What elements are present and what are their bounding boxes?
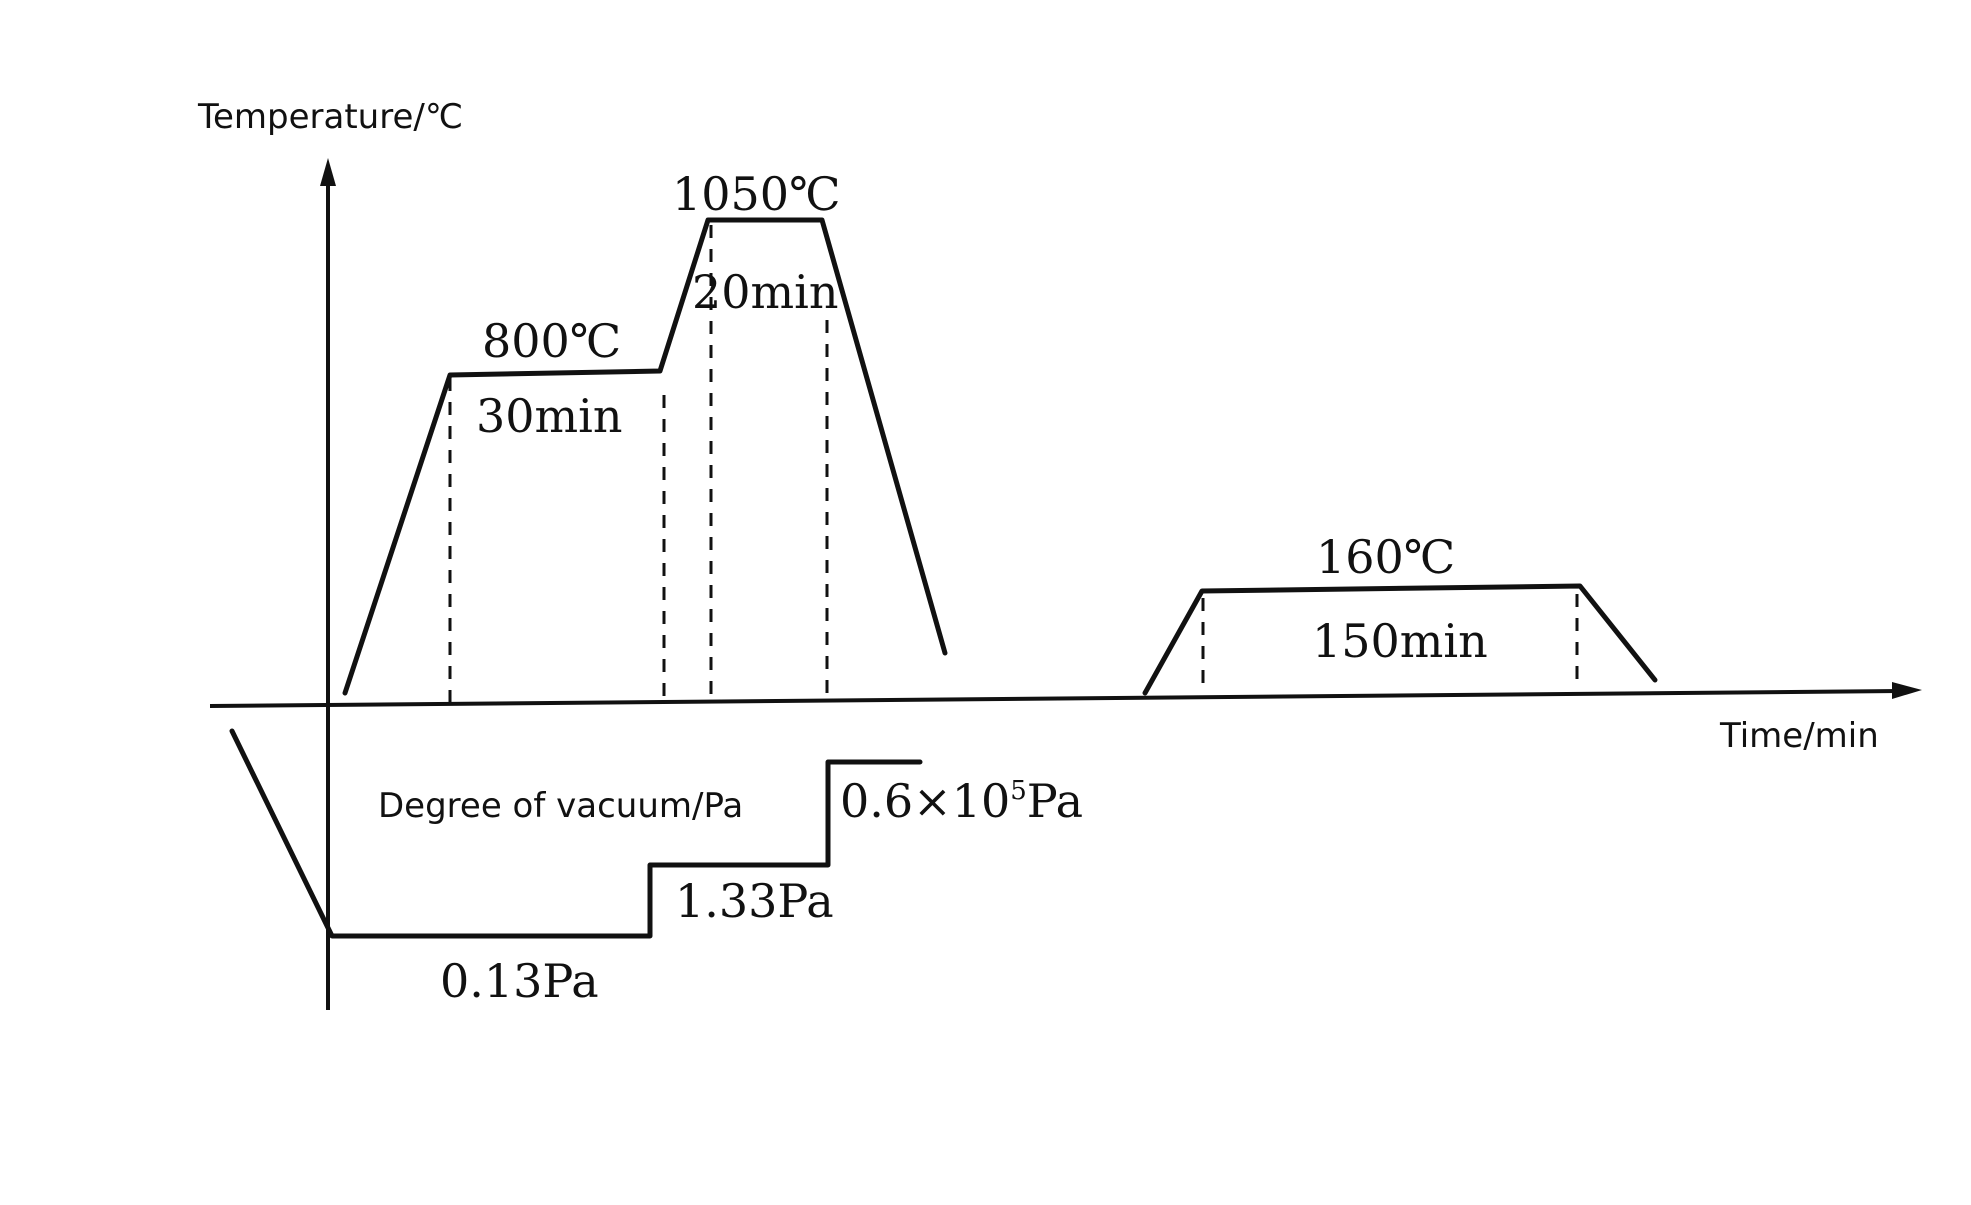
vacuum-curve bbox=[229, 728, 923, 939]
stage-3-hold-time: 150min bbox=[1312, 614, 1488, 668]
stage-2-temperature: 1050℃ bbox=[672, 167, 841, 221]
vacuum-stage-2-pressure: 1.33Pa bbox=[675, 874, 834, 928]
temperature-curve-main bbox=[342, 217, 948, 696]
stage-1-hold-time: 30min bbox=[476, 389, 623, 443]
vacuum-stage-3-pressure: 0.6×105Pa bbox=[840, 774, 1083, 828]
vacuum-axis-label: Degree of vacuum/Pa bbox=[378, 786, 743, 826]
vacuum-stage-1-pressure: 0.13Pa bbox=[440, 954, 599, 1008]
stage-2-hold-time: 20min bbox=[692, 265, 839, 319]
vacuum-stage-3-unit: Pa bbox=[1027, 774, 1083, 828]
temperature-axis-arrow bbox=[320, 158, 336, 186]
stage-3-temperature: 160℃ bbox=[1316, 530, 1455, 584]
time-axis-arrow bbox=[1892, 682, 1922, 699]
time-axis bbox=[209, 689, 1901, 708]
stage-1-temperature: 800℃ bbox=[482, 314, 621, 368]
x-axis-label: Time/min bbox=[1719, 716, 1879, 756]
temperature-curve-tempering bbox=[1142, 583, 1658, 696]
vacuum-stage-3-exponent: 5 bbox=[1010, 776, 1027, 806]
vacuum-stage-3-base: 0.6×10 bbox=[840, 774, 1010, 828]
y-axis-label: Temperature/℃ bbox=[197, 97, 463, 137]
